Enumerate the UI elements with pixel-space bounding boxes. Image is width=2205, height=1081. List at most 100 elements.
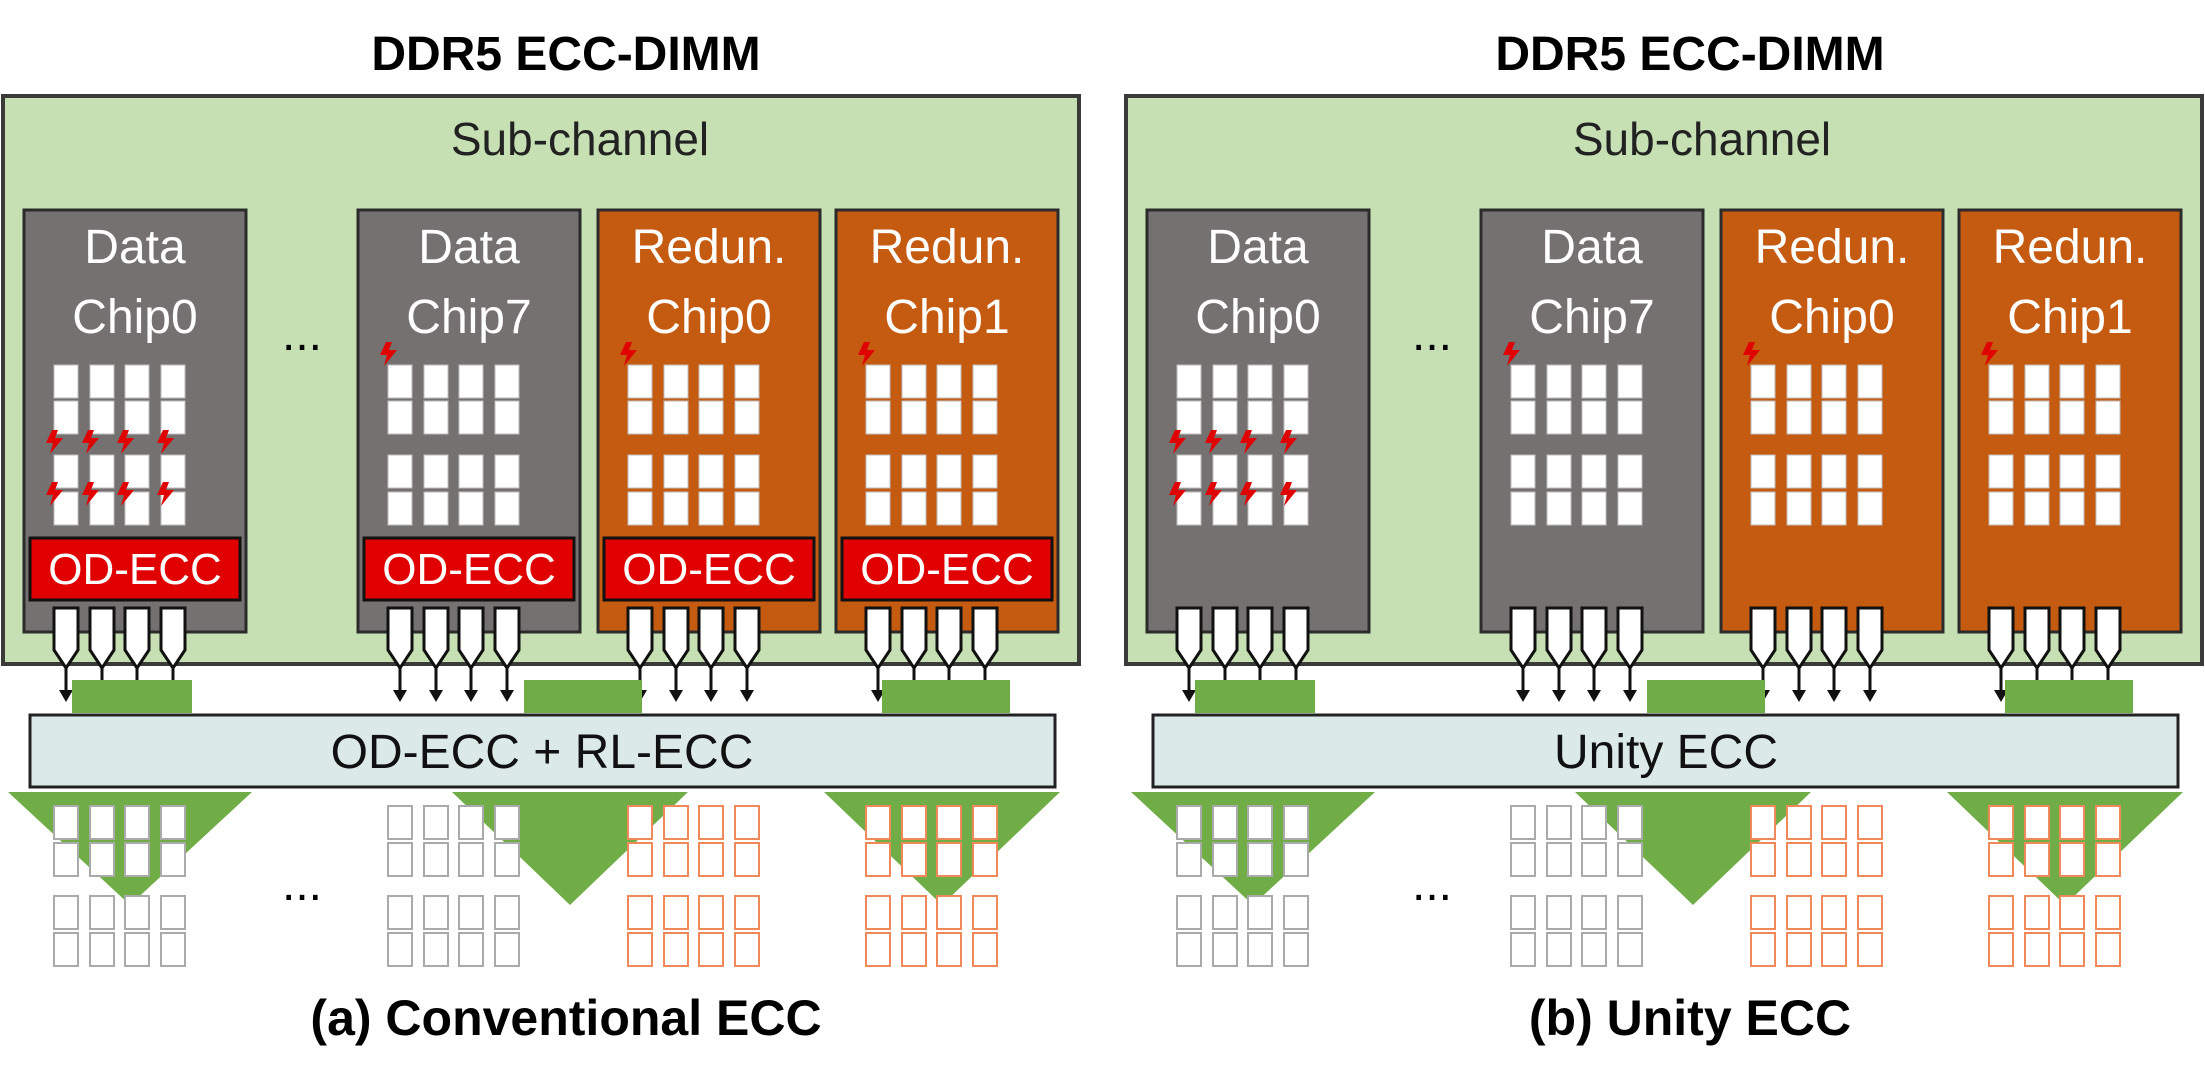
output-cell [901,842,927,877]
ondie-ecc-box [362,536,576,602]
output-cell [89,805,115,840]
memory-cell [494,491,520,526]
output-cell [1857,895,1883,930]
arrow-down-icon [871,690,885,702]
output-cell [89,932,115,967]
pin-icon [1820,606,1848,671]
pin-icon [493,606,521,671]
arrow-down-icon [1552,690,1566,702]
memory-cell [1581,364,1607,399]
output-cells [53,805,998,967]
memory-cell [53,491,79,526]
output-cell [160,932,186,967]
output-cell [1247,842,1273,877]
memory-cell [1617,364,1643,399]
pin-icon [1785,606,1813,671]
memory-cell [1857,454,1883,489]
arrow-down-icon [740,690,754,702]
error-bolt-icon [82,430,99,454]
output-cell [1247,932,1273,967]
output-cell [124,932,150,967]
memory-cell [2095,400,2121,435]
memory-cell [1212,364,1238,399]
memory-cell [2095,491,2121,526]
output-cell [53,932,79,967]
output-cell [936,895,962,930]
memory-cell [423,491,449,526]
output-cell [1510,895,1536,930]
output-cell [458,895,484,930]
pin-icon [971,606,999,671]
memory-cell [2059,454,2085,489]
memory-cell [1786,364,1812,399]
output-cell [124,895,150,930]
pin-icon [733,606,761,671]
memory-cell [160,400,186,435]
memory-cell [865,400,891,435]
pin-icon [1175,606,1203,671]
output-cell [1617,805,1643,840]
subchannel-label: Sub-channel [1573,113,1831,165]
memory-cell [1617,491,1643,526]
pin-icon [422,606,450,671]
memory-cell [1581,491,1607,526]
arrow-down-icon [1863,690,1877,702]
memory-cell [865,491,891,526]
arrow-down-icon [1587,690,1601,702]
pin-icon [1509,606,1537,671]
memory-cell [1786,454,1812,489]
memory-cell [865,364,891,399]
error-bolt-icon [117,482,134,506]
memory-cell [901,491,927,526]
output-cell [936,842,962,877]
chip-name-line1: Redun. [1993,221,2148,274]
chip-2: Redun.Chip0 [1719,208,1945,702]
output-cell [865,932,891,967]
memory-cell [124,400,150,435]
output-cell [423,895,449,930]
output-cell [2059,805,2085,840]
output-cell [1581,932,1607,967]
pin-icon [2094,606,2122,671]
memory-cell [1247,364,1273,399]
output-cell [663,842,689,877]
output-cell [901,895,927,930]
output-cell [124,805,150,840]
chip-name-line2: Chip0 [1769,291,1894,344]
output-cell [2059,932,2085,967]
arrow-down-icon [1623,690,1637,702]
memory-cell [1283,400,1309,435]
output-cell [734,805,760,840]
memory-cell [1510,491,1536,526]
memory-cell [494,400,520,435]
pin-icon [626,606,654,671]
memory-cell [1750,454,1776,489]
pin-icon [123,606,151,671]
memory-cell [901,364,927,399]
panel-title: DDR5 ECC-DIMM [1495,28,1884,81]
arrow-down-icon [1994,690,2008,702]
ellipsis: ... [1412,308,1452,361]
memory-cell [698,491,724,526]
arrow-down-icon [704,690,718,702]
memory-cell [1750,491,1776,526]
memory-cell [387,491,413,526]
memory-cell [698,400,724,435]
error-bolt-icon [1169,430,1186,454]
output-cell [458,932,484,967]
memory-cell [89,491,115,526]
memory-cell [1786,491,1812,526]
memory-cell [2024,364,2050,399]
chip-name-line1: Redun. [632,221,787,274]
output-cell [494,842,520,877]
memory-cell [1617,400,1643,435]
memory-cell [663,364,689,399]
output-cell [1546,805,1572,840]
output-cell [1750,932,1776,967]
